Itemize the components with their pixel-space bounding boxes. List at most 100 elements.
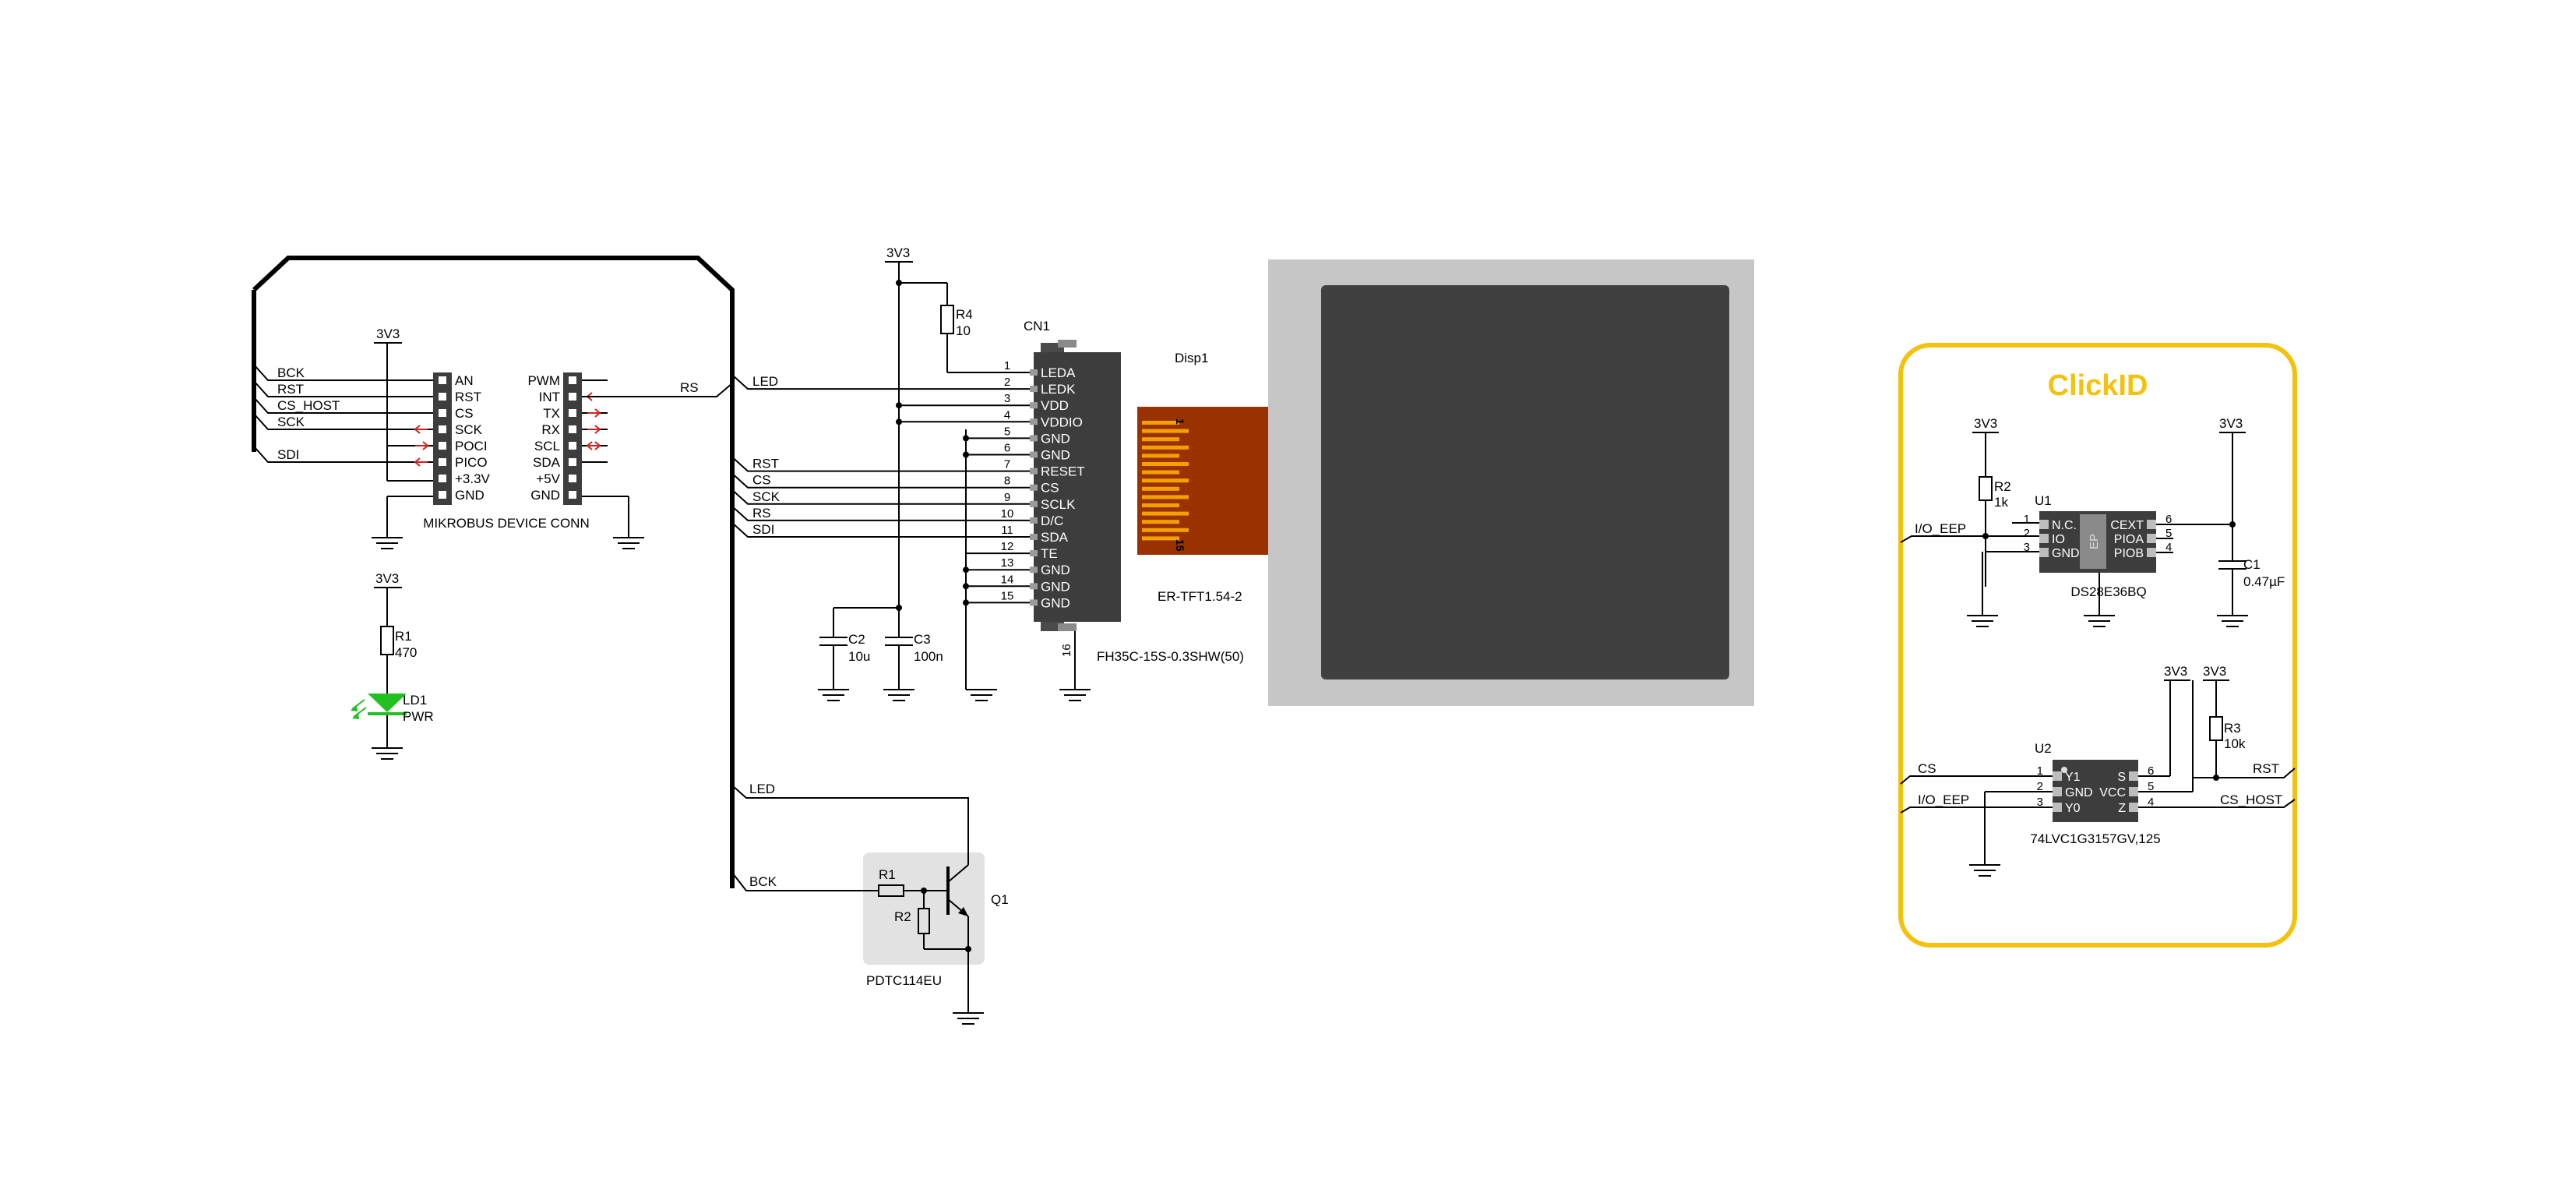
u1-pin-name: GND — [2052, 547, 2080, 560]
mb-net-label: RST — [277, 382, 304, 397]
mb-left-pad-6 — [439, 458, 446, 466]
cn1-tab-bottom — [1058, 623, 1077, 631]
mb-right-pad-2 — [569, 393, 576, 401]
cn1-pin-13 — [1030, 566, 1038, 574]
cn1-pin-number: 15 — [1001, 589, 1014, 602]
signal-bus — [252, 256, 735, 888]
cn1-pin-number: 5 — [1004, 425, 1010, 438]
u2-pin-1 — [2053, 771, 2062, 781]
cn1-pin-number: 14 — [1001, 573, 1014, 586]
scl-arrow-icon — [586, 441, 601, 450]
u2-pin-name: GND — [2065, 786, 2093, 799]
fpc-pad — [1142, 445, 1189, 450]
clickid-title: ClickID — [2048, 369, 2148, 402]
cid-r3-value: 10k — [2224, 736, 2246, 751]
cn1-pin-name: CS — [1041, 481, 1059, 496]
u2-pin-3 — [2053, 803, 2062, 812]
fpc-pad — [1142, 495, 1189, 499]
cn1-pin-4 — [1030, 418, 1038, 425]
cn1-pin-name: RESET — [1041, 464, 1085, 479]
mb-right-pad-7 — [569, 475, 576, 482]
fpc-pad — [1142, 462, 1189, 466]
u2-pin-number: 5 — [2148, 780, 2154, 793]
mikrobus-right-header — [563, 372, 582, 505]
cid-u1-label: U1 — [2035, 493, 2052, 508]
fpc-pad — [1142, 437, 1179, 442]
u1-pin-name: PIOA — [2114, 533, 2144, 546]
c3-label: C3 — [914, 632, 931, 647]
cid-c1-value: 0.47µF — [2243, 574, 2285, 589]
c2-value: 10u — [848, 649, 870, 664]
cn1-pin-name: SCLK — [1041, 497, 1076, 512]
u2-pin-number: 6 — [2148, 764, 2154, 778]
cn1-pin-name: D/C — [1041, 514, 1063, 528]
cn1-pin-number: 12 — [1001, 540, 1014, 553]
led-net-label: LED — [749, 782, 775, 796]
cn1-net-label: RS — [752, 506, 771, 521]
q1-label: Q1 — [991, 892, 1009, 907]
cid-ioeep-label-2: I/O_EEP — [1918, 792, 1969, 807]
mb-right-pad-3 — [569, 409, 576, 417]
clickid-panel: ClickID — [1898, 343, 2297, 948]
cn1-body — [1034, 352, 1121, 622]
cid-cs-label: CS — [1918, 761, 1936, 776]
fpc-pin1-label: 1 — [1174, 418, 1186, 425]
mb-left-pad-3 — [439, 409, 446, 417]
cn1-3v3-label: 3V3 — [886, 245, 910, 260]
r4-resistor — [940, 305, 954, 334]
clickid-frame — [1898, 343, 2297, 948]
display-module: 1 15 Disp1 ER-TFT1.54-2 — [1137, 259, 1754, 706]
cn1-power: 3V3 R4 — [818, 245, 1091, 701]
fpc-pad — [1142, 486, 1179, 491]
fpc-pad — [1142, 454, 1179, 458]
fpc-pin15-label: 15 — [1174, 539, 1186, 552]
cn1-pin-6 — [1030, 451, 1038, 458]
u2-pin-number: 4 — [2148, 796, 2154, 809]
cn1-pin-1 — [1030, 369, 1038, 376]
mikrobus-title: MIKROBUS DEVICE CONN — [423, 516, 589, 531]
cn1-pin-name: TE — [1041, 546, 1058, 561]
mb-left-pin-label: POCI — [455, 439, 488, 454]
u1-pin-name: PIOB — [2114, 547, 2144, 560]
ld1-label: LD1 — [403, 693, 427, 708]
cn1-pin-number: 13 — [1001, 556, 1014, 570]
cn1-pin-name: GND — [1041, 431, 1070, 446]
mb-gnd-right-symbol — [613, 537, 644, 549]
cid-ioeep-label-1: I/O_EEP — [1915, 521, 1966, 536]
fpc-pad — [1142, 528, 1189, 532]
cid-r2-resistor — [1979, 476, 1993, 501]
cn1-pin-name: GND — [1041, 448, 1070, 463]
mb-right-pin-label: TX — [543, 406, 560, 421]
u1-pin-2 — [2039, 534, 2049, 543]
cn1-pin-number: 8 — [1004, 475, 1010, 488]
cid-u2-label: U2 — [2035, 741, 2052, 756]
cn1-pin-name: LEDK — [1041, 382, 1076, 397]
u1-pin-5 — [2147, 534, 2156, 543]
u1-pin-number: 1 — [2024, 513, 2030, 526]
u1-exposed-pad — [2080, 514, 2106, 569]
mb-rs-label: RS — [680, 380, 699, 395]
cid-u2-part: 74LVC1G3157GV,125 — [2030, 831, 2160, 846]
mb-left-pad-8 — [439, 491, 446, 499]
cn1-pin-7 — [1030, 468, 1038, 475]
mb-3v3-label: 3V3 — [376, 326, 400, 341]
mb-left-pad-5 — [439, 442, 446, 450]
u2-pin-2 — [2053, 787, 2062, 796]
mb-right-pin-label: SDA — [533, 455, 561, 470]
mikrobus-left-header — [433, 372, 452, 505]
fpc-pad — [1142, 520, 1179, 524]
u2-pin-name: S — [2117, 771, 2126, 784]
cn1-pin-5 — [1030, 435, 1038, 442]
cn1-pin-2 — [1030, 386, 1038, 393]
c2-label: C2 — [848, 632, 865, 647]
cid-rst-label: RST — [2253, 761, 2279, 776]
u1-pin-name: CEXT — [2110, 519, 2144, 532]
cn1-pin-number: 6 — [1004, 442, 1010, 455]
q-r1-label: R1 — [879, 867, 896, 882]
mb-gnd-left-symbol — [372, 537, 403, 549]
mb-right-pad-1 — [569, 376, 576, 384]
fpc-pad — [1142, 511, 1189, 516]
